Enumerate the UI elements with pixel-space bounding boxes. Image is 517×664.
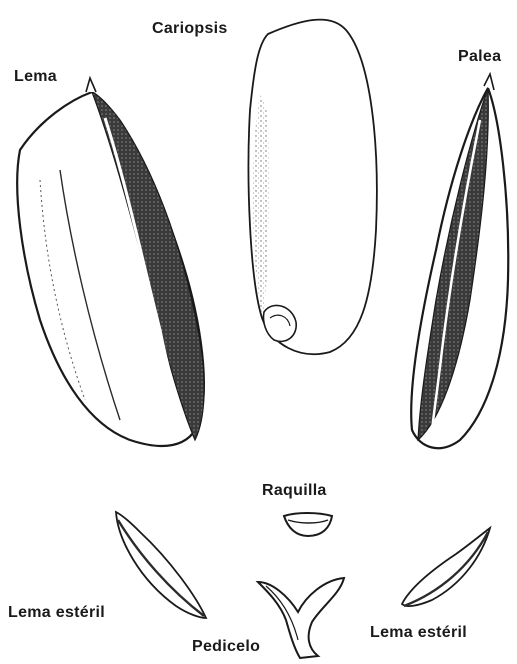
- cariopsis-drawing: [249, 20, 377, 355]
- label-pedicelo: Pedicelo: [192, 638, 260, 656]
- label-lema-esteril-right: Lema estéril: [370, 624, 467, 642]
- label-cariopsis: Cariopsis: [152, 20, 228, 38]
- label-lema: Lema: [14, 68, 57, 86]
- pedicelo-drawing: [258, 578, 344, 658]
- label-raquilla: Raquilla: [262, 482, 327, 500]
- lema-esteril-right-drawing: [402, 528, 490, 606]
- raquilla-drawing: [284, 513, 332, 536]
- label-lema-esteril-left: Lema estéril: [8, 604, 105, 622]
- label-palea: Palea: [458, 48, 501, 66]
- lema-drawing: [17, 78, 204, 446]
- palea-drawing: [411, 74, 508, 448]
- lema-esteril-left-drawing: [116, 512, 206, 618]
